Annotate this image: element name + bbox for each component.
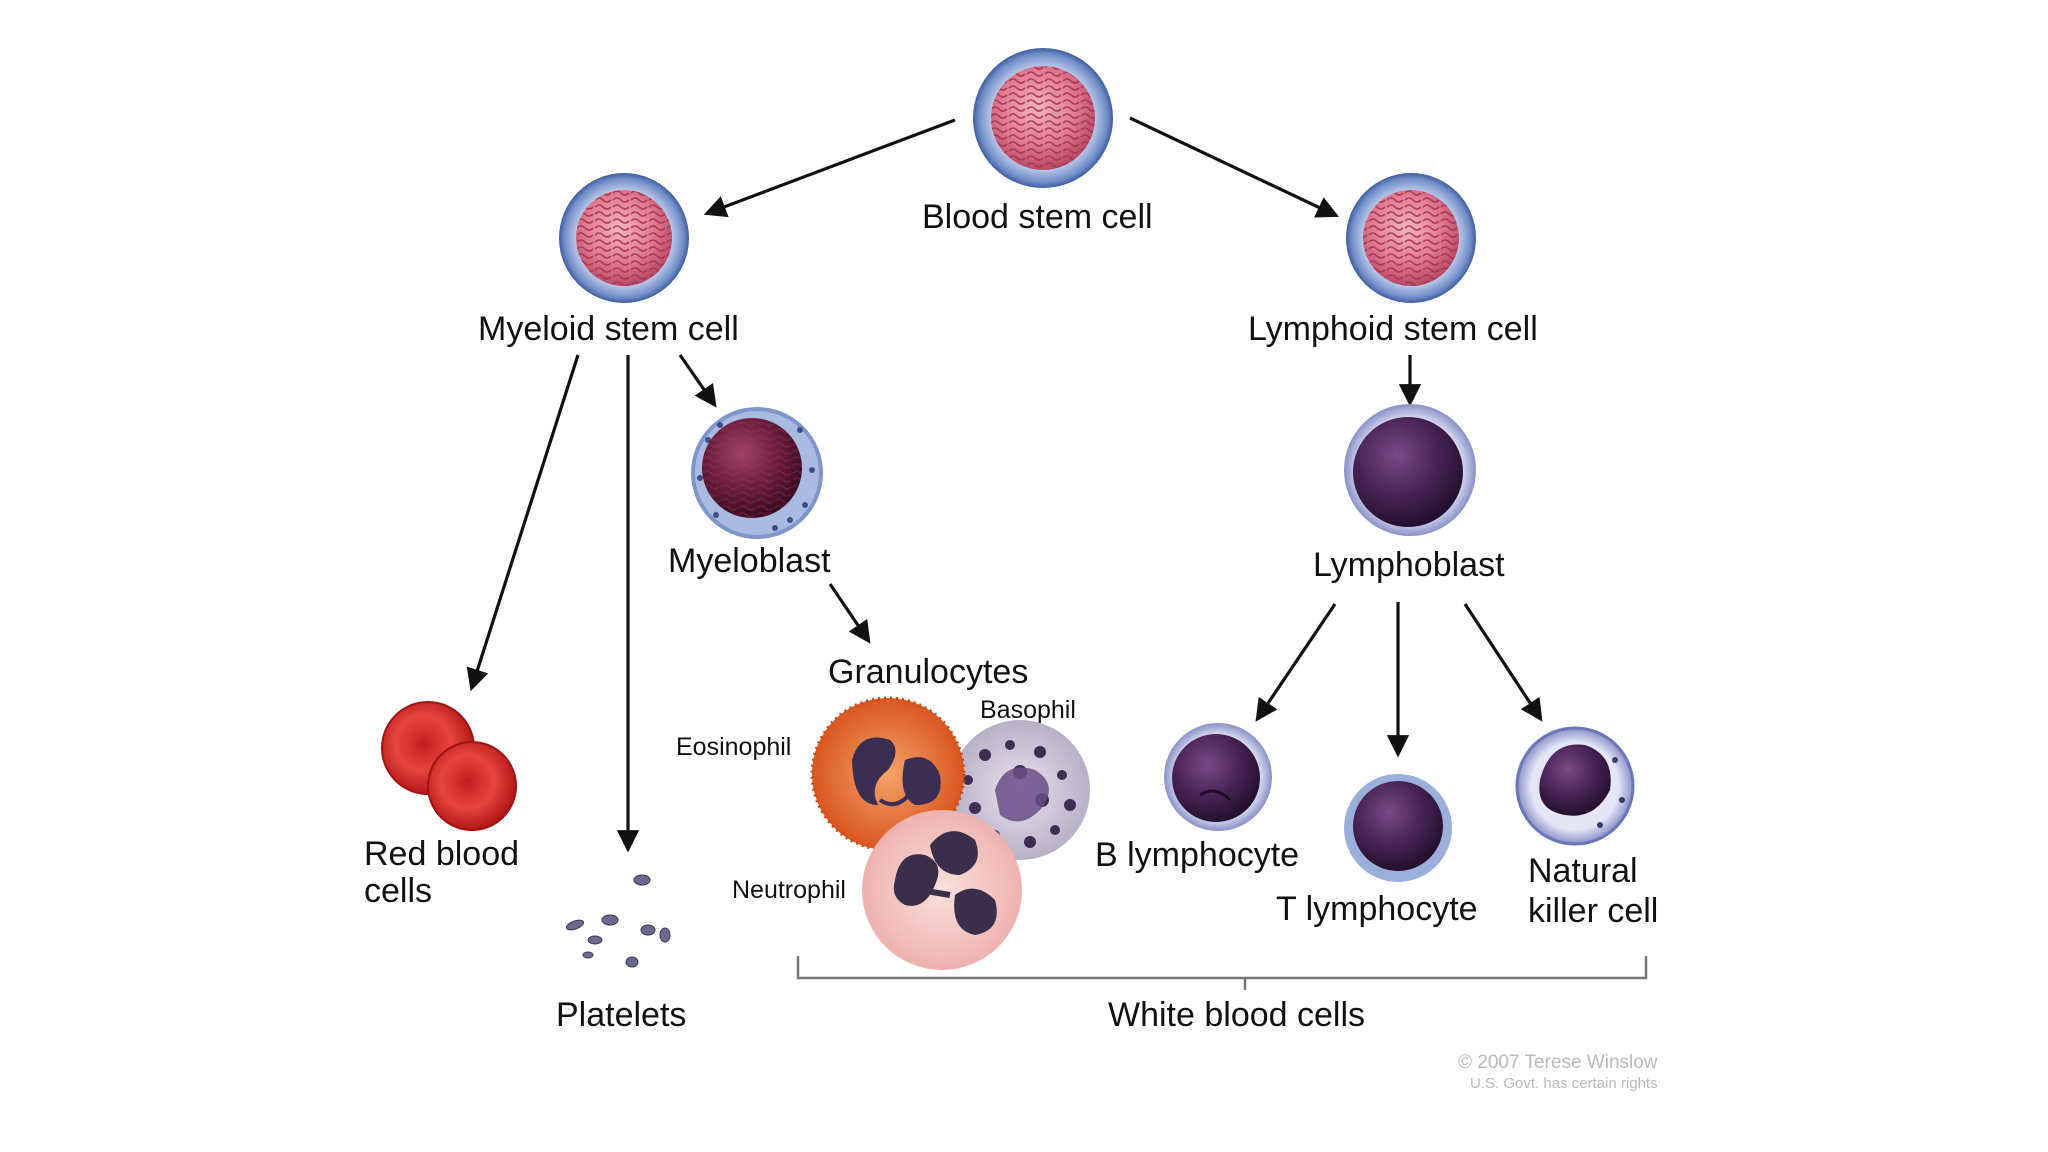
label-natural-killer-line2: killer cell bbox=[1528, 892, 1658, 930]
arrows bbox=[466, 116, 1543, 853]
myeloblast-cell bbox=[691, 407, 823, 539]
label-red-blood-cells-line1: Red blood bbox=[364, 835, 519, 873]
lymphoid-stem-cell bbox=[1346, 173, 1476, 303]
blood-stem-cell bbox=[973, 48, 1113, 188]
arrow-lymphoblast-to-b bbox=[1255, 603, 1337, 722]
label-b-lymphocyte: B lymphocyte bbox=[1095, 836, 1299, 874]
label-t-lymphocyte: T lymphocyte bbox=[1276, 890, 1478, 928]
t-lymphocyte-cell bbox=[1344, 774, 1452, 882]
label-basophil: Basophil bbox=[980, 696, 1076, 724]
arrow-myeloid-to-rbc bbox=[466, 354, 580, 692]
lymphoblast-cell bbox=[1344, 404, 1476, 536]
label-myeloblast: Myeloblast bbox=[668, 542, 831, 580]
neutrophil-cell bbox=[862, 810, 1022, 970]
arrow-lymphoblast-to-nk bbox=[1463, 603, 1543, 722]
label-blood-stem-cell: Blood stem cell bbox=[922, 198, 1153, 236]
arrow-stem-to-myeloid bbox=[703, 118, 956, 218]
platelets-cluster bbox=[565, 874, 671, 968]
label-lymphoid-stem-cell: Lymphoid stem cell bbox=[1248, 310, 1538, 348]
label-myeloid-stem-cell: Myeloid stem cell bbox=[478, 310, 739, 348]
arrow-stem-to-lymphoid bbox=[1129, 116, 1340, 218]
arrow-myeloblast-to-granulocytes bbox=[828, 583, 871, 644]
red-blood-cells bbox=[381, 701, 517, 831]
label-red-blood-cells-line2: cells bbox=[364, 872, 432, 910]
white-blood-cells-bracket bbox=[796, 956, 1648, 990]
label-platelets: Platelets bbox=[556, 996, 686, 1034]
label-lymphoblast: Lymphoblast bbox=[1313, 546, 1505, 584]
label-granulocytes: Granulocytes bbox=[828, 653, 1028, 691]
credit-line1: © 2007 Terese Winslow bbox=[1458, 1052, 1658, 1073]
label-eosinophil: Eosinophil bbox=[676, 733, 791, 761]
credit-line2: U.S. Govt. has certain rights bbox=[1470, 1075, 1658, 1092]
label-natural-killer-line1: Natural bbox=[1528, 852, 1638, 890]
myeloid-stem-cell bbox=[559, 173, 689, 303]
label-neutrophil: Neutrophil bbox=[732, 876, 846, 904]
label-white-blood-cells: White blood cells bbox=[1108, 996, 1365, 1034]
natural-killer-cell bbox=[1515, 726, 1635, 846]
arrow-myeloid-to-myeloblast bbox=[678, 354, 717, 408]
b-lymphocyte-cell bbox=[1164, 723, 1272, 831]
